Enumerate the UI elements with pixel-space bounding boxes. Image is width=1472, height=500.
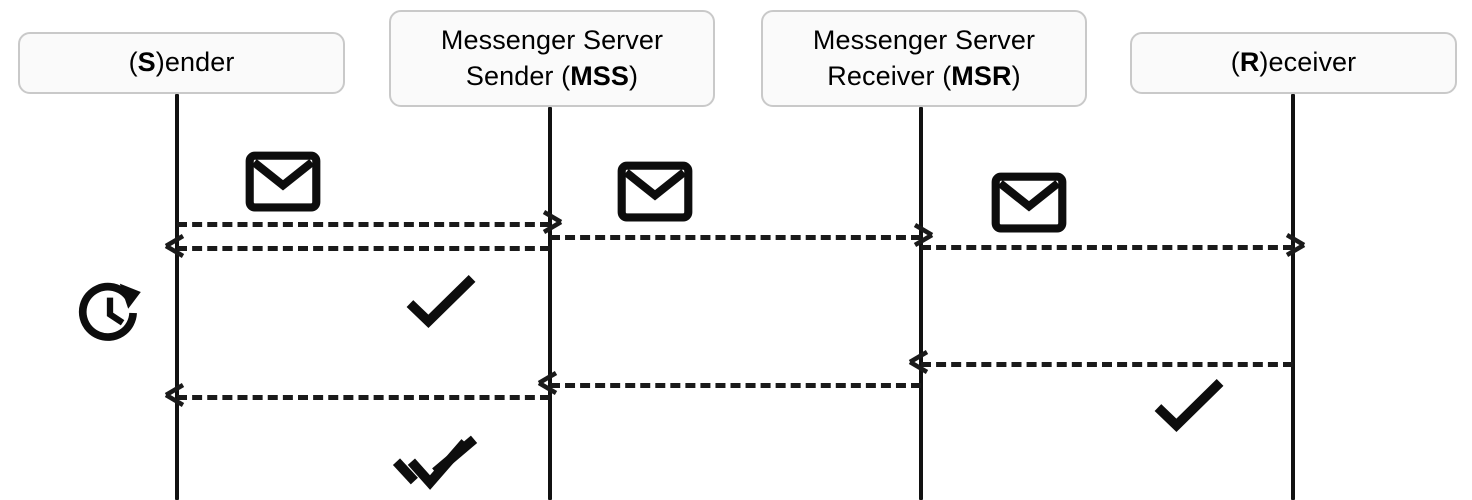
message-sender-to-mss — [177, 222, 550, 227]
single-check-icon — [1152, 378, 1226, 433]
message-mss-to-sender-read-arrowhead — [164, 382, 188, 408]
lifeline-receiver — [1291, 94, 1295, 500]
participant-label: (S)ender — [128, 47, 235, 78]
message-msr-to-mss-ack-arrowhead — [537, 370, 561, 396]
double-check-icon — [392, 430, 480, 493]
lifeline-sender — [175, 94, 179, 500]
lifeline-msr — [919, 107, 923, 500]
message-receiver-to-msr-ack-arrowhead — [908, 349, 932, 375]
message-sender-to-mss-arrowhead — [539, 209, 563, 235]
message-mss-to-msr — [550, 235, 921, 240]
message-mss-to-sender-read — [177, 395, 550, 400]
participant-label: (R)eceiver — [1230, 47, 1357, 78]
message-msr-to-receiver-arrowhead — [1282, 232, 1306, 258]
envelope-icon — [245, 151, 321, 212]
sender-participant[interactable]: (S)ender — [18, 32, 345, 94]
retry-clock-icon — [75, 278, 145, 348]
single-check-icon — [404, 274, 478, 329]
message-receiver-to-msr-ack — [921, 362, 1293, 367]
message-mss-to-msr-arrowhead — [910, 222, 934, 248]
message-msr-to-mss-ack — [550, 383, 921, 388]
envelope-icon — [617, 161, 693, 222]
message-mss-to-sender-ack — [177, 246, 550, 251]
envelope-icon — [991, 172, 1067, 233]
lifeline-mss — [548, 107, 552, 500]
message-msr-to-receiver — [921, 245, 1293, 250]
message-mss-to-sender-ack-arrowhead — [164, 233, 188, 259]
receiver-participant[interactable]: (R)eceiver — [1130, 32, 1457, 94]
